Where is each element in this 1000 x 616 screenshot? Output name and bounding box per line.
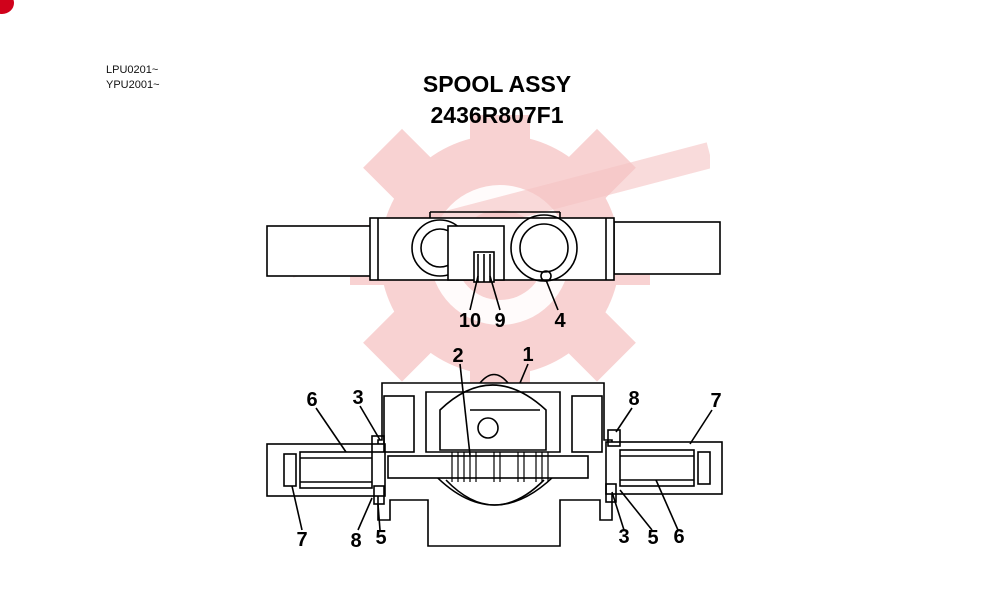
- corner-badge-icon: [0, 0, 14, 14]
- callout-10: 10: [458, 310, 482, 332]
- part-number: 2436R807F1: [430, 102, 564, 128]
- serial-range: LPU0201~ YPU2001~: [106, 63, 160, 93]
- section-view: [266, 363, 723, 547]
- callout-5-right: 5: [647, 527, 659, 549]
- callout-7-left: 7: [296, 529, 308, 551]
- callout-6-right: 6: [673, 526, 685, 548]
- serial-line-1: LPU0201~: [106, 64, 159, 76]
- serial-line-2: YPU2001~: [106, 79, 160, 91]
- callout-6-left: 6: [306, 389, 318, 411]
- callout-2: 2: [452, 345, 464, 367]
- page-title: SPOOL ASSY: [422, 71, 572, 97]
- callout-4: 4: [554, 310, 566, 332]
- callout-9: 9: [494, 310, 506, 332]
- callout-3-right: 3: [618, 526, 630, 548]
- callout-3-left: 3: [352, 387, 364, 409]
- top-view: [266, 211, 721, 311]
- callout-8-left: 8: [350, 530, 362, 552]
- callout-1: 1: [522, 344, 534, 366]
- callout-8-right: 8: [628, 388, 640, 410]
- callout-5-left: 5: [375, 527, 387, 549]
- callout-7-right: 7: [710, 390, 722, 412]
